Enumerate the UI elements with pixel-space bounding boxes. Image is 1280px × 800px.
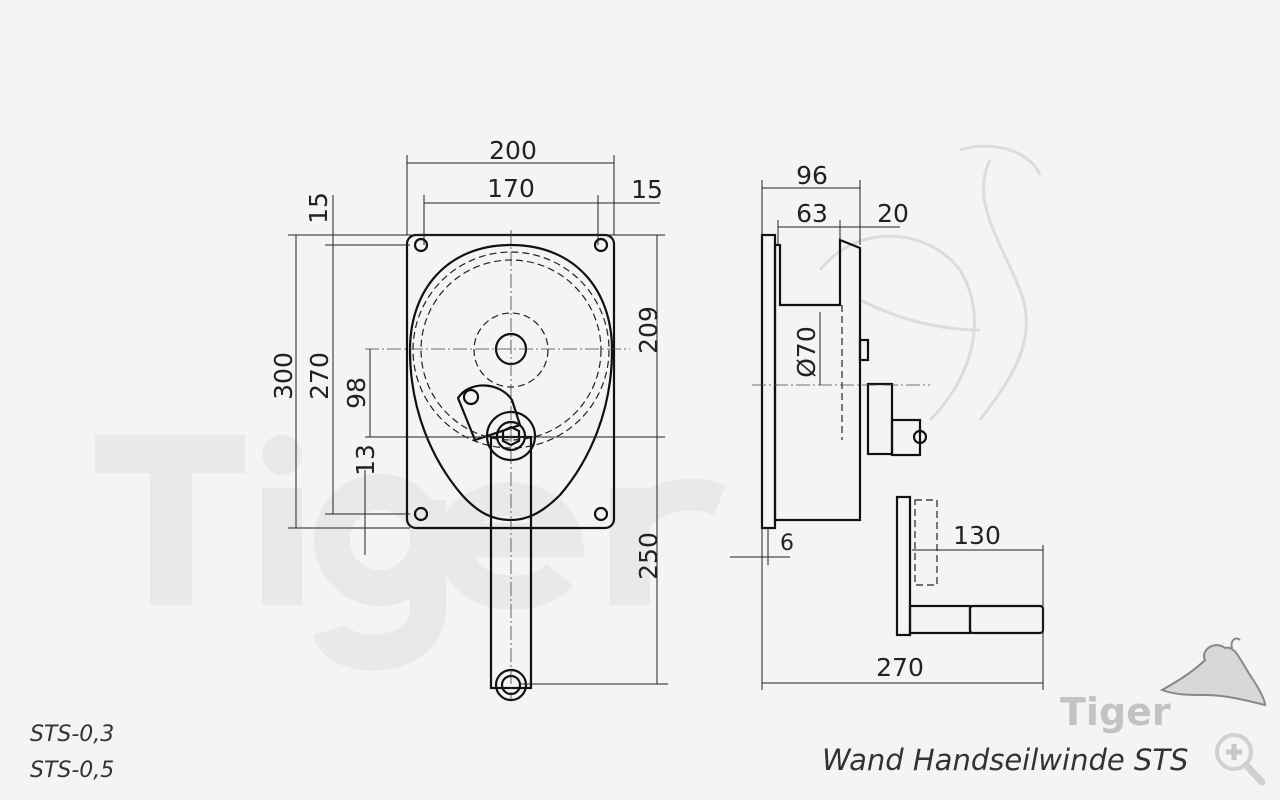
magnifier-plus-icon[interactable] bbox=[1215, 733, 1266, 786]
dim-width-total: 200 bbox=[489, 136, 537, 165]
dim-edge-right: 15 bbox=[631, 175, 663, 204]
dim-crank-length: 250 bbox=[634, 532, 663, 580]
tiger-logo-icon bbox=[1159, 637, 1267, 707]
ratchet-side bbox=[866, 382, 894, 456]
model-label-sts-05: STS-0,5 bbox=[30, 758, 115, 783]
product-title: Wand Handseilwinde STS bbox=[822, 743, 1189, 777]
dim-depth-total: 96 bbox=[796, 161, 828, 190]
handle-shaft bbox=[908, 604, 972, 635]
dim-axis-offset: 98 bbox=[342, 377, 371, 409]
side-view bbox=[730, 180, 1045, 690]
dim-flange: 6 bbox=[780, 531, 794, 556]
side-dimension-labels: 96 63 20 Ø70 6 130 270 bbox=[780, 161, 1001, 682]
dim-drum-diameter: Ø70 bbox=[792, 326, 821, 378]
tiger-logo-text: Tiger bbox=[1060, 690, 1171, 734]
dim-hole-spacing-h: 170 bbox=[487, 174, 535, 203]
dim-hole-spacing-v: 270 bbox=[305, 352, 334, 400]
dim-edge-top: 15 bbox=[304, 192, 333, 224]
dim-hole-bottom: 13 bbox=[351, 444, 380, 476]
side-housing bbox=[773, 238, 862, 522]
dim-drum-width: 63 bbox=[796, 199, 828, 228]
front-view bbox=[288, 155, 668, 702]
handle-grip bbox=[968, 604, 1045, 635]
dim-height-total: 300 bbox=[269, 352, 298, 400]
side-crank-arm bbox=[895, 495, 912, 637]
mounting-holes bbox=[413, 237, 609, 522]
side-flange bbox=[760, 233, 777, 530]
dim-total-reach: 270 bbox=[876, 653, 924, 682]
model-label-sts-03: STS-0,3 bbox=[30, 722, 115, 747]
dim-handle-offset: 130 bbox=[953, 521, 1001, 550]
tiger-watermark-outline bbox=[818, 144, 1042, 422]
ratchet-pawl bbox=[456, 384, 522, 442]
dim-top-to-crank: 209 bbox=[634, 306, 663, 354]
front-dimension-labels: 200 170 15 15 300 270 98 13 209 250 bbox=[269, 136, 663, 580]
dim-side-offset: 20 bbox=[877, 199, 909, 228]
